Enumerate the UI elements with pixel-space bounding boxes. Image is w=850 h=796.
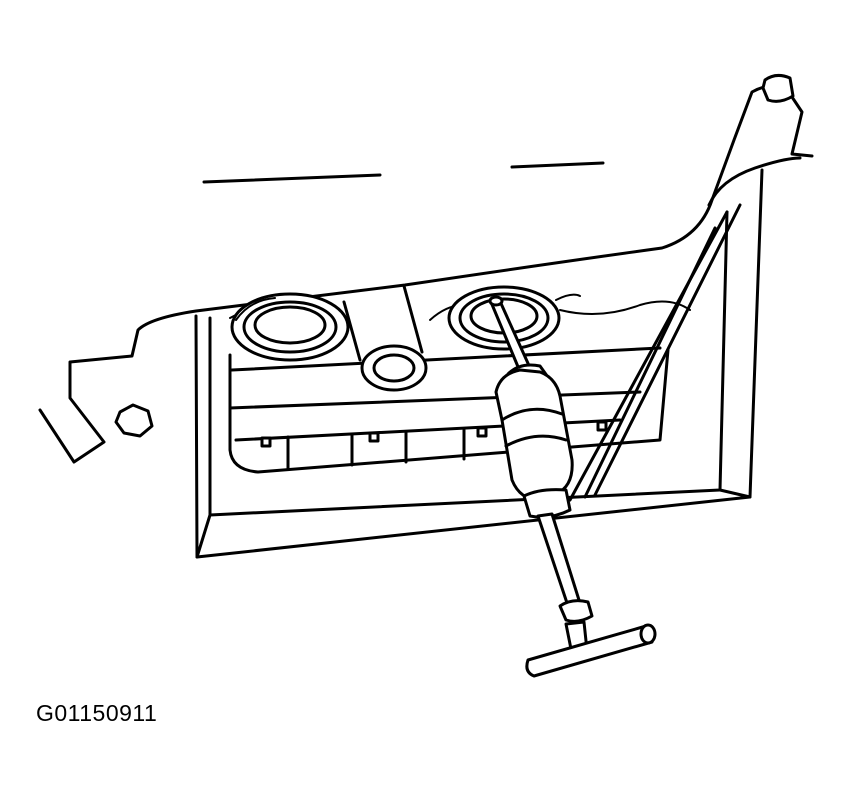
left-bore [230,292,350,362]
hex-bolt [114,403,154,438]
housing-edge-lines [202,161,605,184]
block-slots [260,420,608,470]
cylinder-block [194,168,764,559]
figure-code: G01150911 [36,700,158,726]
slide-hammer-tool [488,295,657,678]
housing-outline [38,73,814,464]
